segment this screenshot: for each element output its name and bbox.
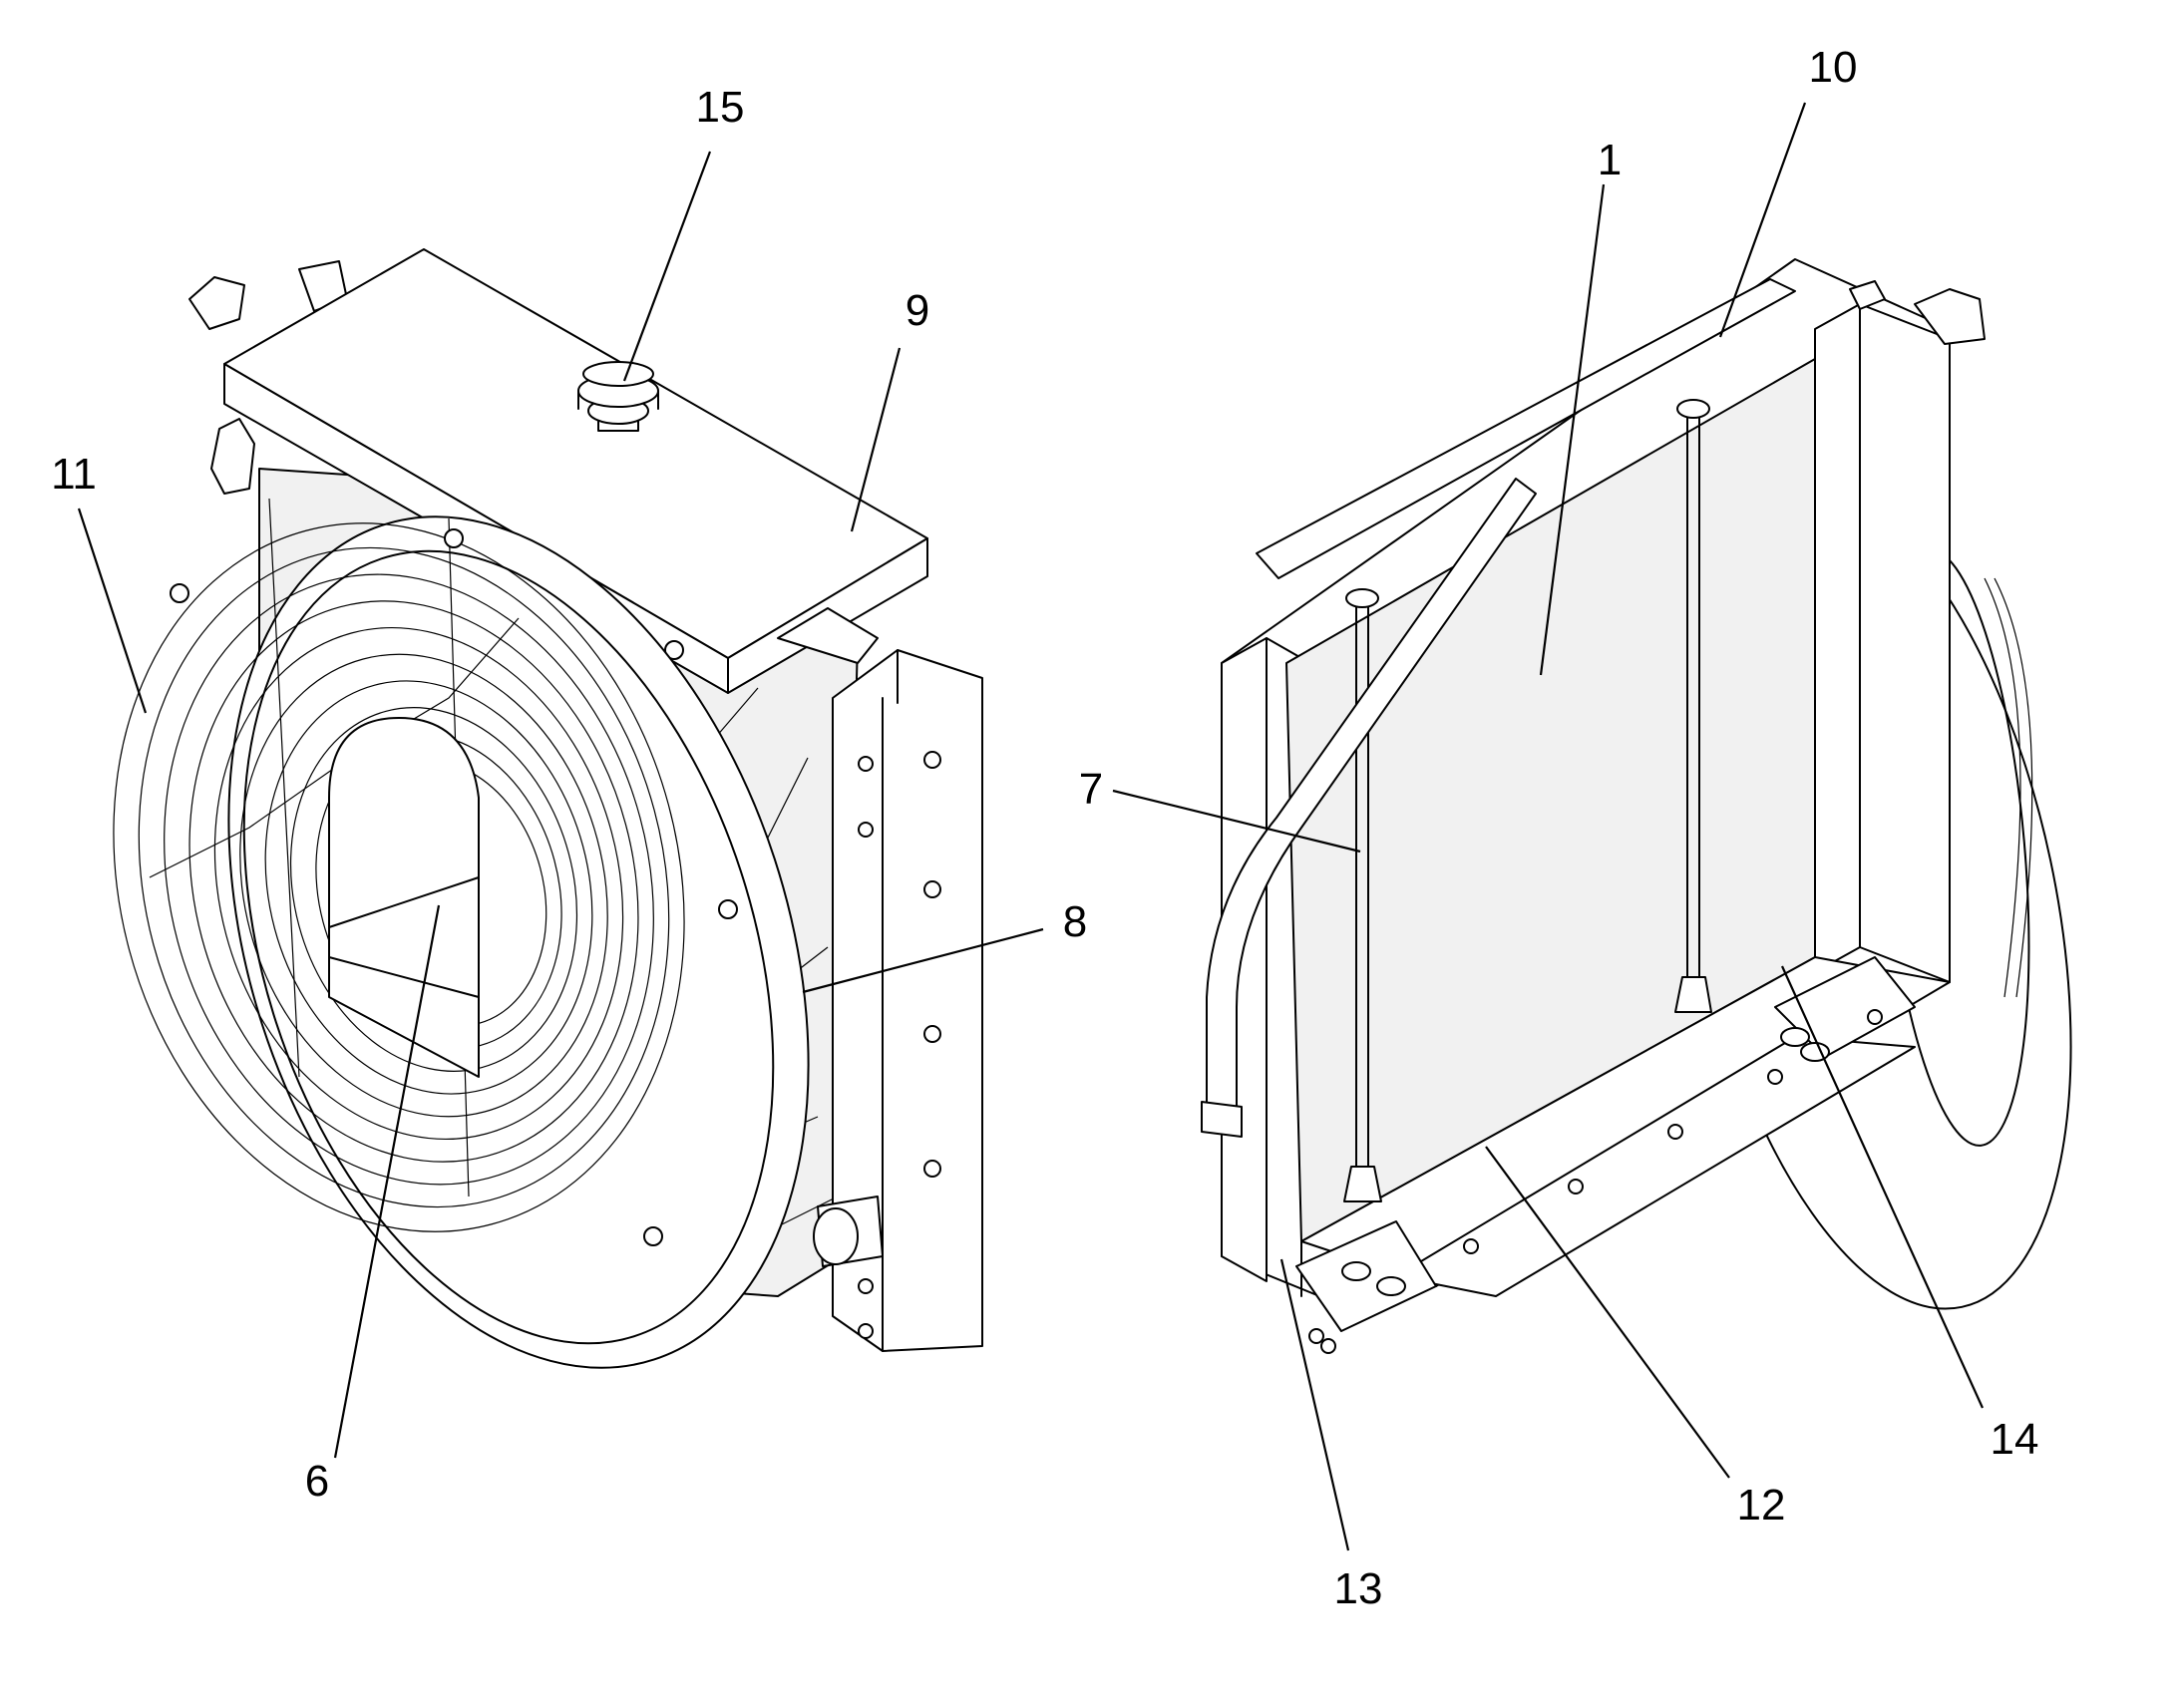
right-view-core-assembly xyxy=(1201,258,2072,1354)
callout-13: 13 xyxy=(1334,1564,1383,1613)
callout-7: 7 xyxy=(1079,765,1103,814)
callout-14: 14 xyxy=(1991,1415,2039,1464)
bottom-mounts xyxy=(1295,956,1916,1354)
callout-labels: 15 9 11 8 6 1 10 7 12 13 14 xyxy=(51,43,2038,1613)
callout-15: 15 xyxy=(696,83,745,132)
leader-12 xyxy=(1485,1146,1730,1479)
leader-9 xyxy=(850,347,902,532)
leader-11 xyxy=(77,508,148,714)
callout-12: 12 xyxy=(1737,1481,1786,1530)
left-view-fan-assembly xyxy=(113,248,983,1369)
callout-10: 10 xyxy=(1809,43,1858,92)
leader-13 xyxy=(1279,1258,1350,1551)
callout-9: 9 xyxy=(906,286,929,335)
callout-11: 11 xyxy=(51,450,97,499)
callout-6: 6 xyxy=(305,1457,329,1506)
filler-cap xyxy=(577,361,659,432)
leader-15 xyxy=(622,151,712,382)
leader-14 xyxy=(1780,965,1985,1409)
leader-8 xyxy=(802,927,1044,994)
side-channel-bolts xyxy=(858,751,941,1339)
callout-8: 8 xyxy=(1063,897,1087,946)
tie-rods xyxy=(1343,399,1712,1202)
leader-1 xyxy=(1539,183,1606,676)
fan-blade-cutaway xyxy=(328,717,480,1078)
callout-1: 1 xyxy=(1598,136,1622,184)
leader-lines xyxy=(77,102,1985,1551)
leader-7 xyxy=(1112,789,1361,854)
leader-6 xyxy=(333,904,441,1459)
leader-10 xyxy=(1718,102,1807,338)
